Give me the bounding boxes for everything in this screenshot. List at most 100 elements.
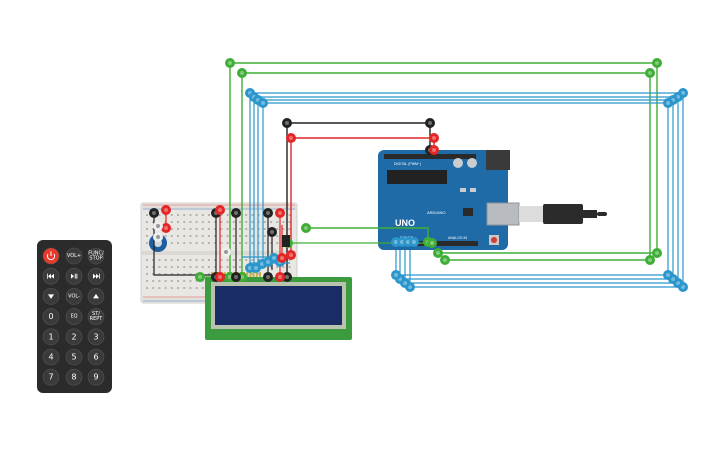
breadboard-hole xyxy=(276,228,279,230)
wire-endpoint[interactable] xyxy=(225,58,235,68)
wire-endpoint[interactable] xyxy=(652,248,662,258)
wire-endpoint[interactable] xyxy=(275,208,285,218)
wire-endpoint[interactable] xyxy=(263,272,273,282)
remote-button[interactable] xyxy=(87,267,105,285)
wire-endpoint[interactable] xyxy=(645,68,655,78)
wire-endpoint[interactable] xyxy=(149,208,159,218)
remote-button[interactable]: FUNC/STOP xyxy=(87,247,105,265)
wire-endpoint-highlight xyxy=(278,275,282,279)
breadboard-hole xyxy=(170,214,173,216)
wire-endpoint[interactable] xyxy=(663,98,673,108)
breadboard-hole xyxy=(158,259,161,261)
wire-endpoint-highlight xyxy=(224,250,228,254)
wire-endpoint[interactable] xyxy=(425,118,435,128)
breadboard-hole xyxy=(158,266,161,268)
breadboard-hole xyxy=(183,287,186,289)
wire-black xyxy=(287,122,431,150)
breadboard-hole xyxy=(183,273,186,275)
breadboard-hole xyxy=(183,266,186,268)
wire-endpoint[interactable] xyxy=(277,253,287,263)
remote-button[interactable]: 1 xyxy=(42,328,60,346)
remote-button[interactable]: 2 xyxy=(65,328,83,346)
breadboard-hole xyxy=(170,266,173,268)
remote-button[interactable]: 5 xyxy=(65,348,83,366)
wire-endpoint[interactable] xyxy=(645,255,655,265)
breadboard-hole xyxy=(226,242,229,244)
wire-endpoint[interactable] xyxy=(215,205,225,215)
breadboard-hole xyxy=(208,259,210,261)
remote-button-face xyxy=(87,247,105,265)
breadboard-hole xyxy=(232,266,235,268)
power-jack xyxy=(486,150,510,170)
remote-button[interactable]: 4 xyxy=(42,348,60,366)
wire-endpoint[interactable] xyxy=(258,98,268,108)
wire-endpoint[interactable] xyxy=(231,208,241,218)
wire-endpoint-highlight xyxy=(432,148,436,152)
remote-button[interactable]: 3 xyxy=(87,328,105,346)
breadboard-hole xyxy=(189,242,192,244)
wire-endpoint[interactable] xyxy=(275,272,285,282)
wire-endpoint[interactable] xyxy=(215,272,225,282)
wire-endpoint[interactable] xyxy=(429,145,439,155)
wire-endpoint[interactable] xyxy=(301,223,311,233)
wire-endpoint[interactable] xyxy=(237,68,247,78)
wire-endpoint[interactable] xyxy=(391,270,401,280)
breadboard-hole xyxy=(245,242,248,244)
breadboard-hole xyxy=(189,228,192,230)
remote-button[interactable] xyxy=(42,267,60,285)
breadboard-hole xyxy=(263,235,266,237)
remote-button[interactable]: VOL- xyxy=(65,288,83,305)
wire-endpoint-highlight xyxy=(432,136,436,140)
wire-endpoint[interactable] xyxy=(286,133,296,143)
wire-endpoint[interactable] xyxy=(195,272,205,282)
breadboard-hole xyxy=(214,242,217,244)
wire-endpoint[interactable] xyxy=(409,237,419,247)
remote-button[interactable]: 9 xyxy=(87,368,105,386)
remote-button[interactable]: VOL+ xyxy=(65,247,83,265)
wire-endpoint[interactable] xyxy=(427,238,437,248)
wire-endpoint[interactable] xyxy=(161,205,171,215)
breadboard-hole xyxy=(146,280,148,282)
lcd-pin xyxy=(246,272,249,277)
wire-endpoint[interactable] xyxy=(652,58,662,68)
wire-endpoint[interactable] xyxy=(286,250,296,260)
wire-endpoint-highlight xyxy=(394,273,398,277)
breadboard-hole xyxy=(276,242,279,244)
remote-button[interactable]: 0 xyxy=(42,308,60,325)
remote-button[interactable] xyxy=(42,247,60,265)
lcd-pin xyxy=(259,272,261,277)
remote-button[interactable]: 8 xyxy=(65,368,83,386)
wire-endpoint[interactable] xyxy=(282,118,292,128)
arduino-uno-board[interactable]: UNO ARDUINO DIGITAL (PWM~) POWER ANALOG … xyxy=(378,150,520,250)
lcd-module[interactable] xyxy=(205,272,352,340)
remote-button[interactable] xyxy=(42,288,60,305)
breadboard-hole xyxy=(282,228,285,230)
wire-endpoint[interactable] xyxy=(267,227,277,237)
breadboard-hole xyxy=(177,228,179,230)
breadboard-hole xyxy=(177,235,179,237)
wire-endpoint[interactable] xyxy=(231,272,241,282)
remote-button[interactable] xyxy=(65,267,83,285)
wire-endpoint-highlight xyxy=(443,258,447,262)
wire-endpoint[interactable] xyxy=(429,133,439,143)
wire-endpoint[interactable] xyxy=(433,248,443,258)
wire-endpoint[interactable] xyxy=(282,272,292,282)
ir-receiver[interactable] xyxy=(282,235,290,247)
breadboard-hole xyxy=(146,242,148,244)
remote-button[interactable]: ST/REPT xyxy=(87,308,105,325)
wire-endpoint[interactable] xyxy=(263,208,273,218)
wire-endpoint[interactable] xyxy=(161,223,171,233)
breadboard-hole xyxy=(276,221,279,223)
remote-button-face xyxy=(87,328,105,346)
reset-button[interactable] xyxy=(491,237,497,243)
lcd-screen xyxy=(215,286,342,325)
remote-button[interactable]: 7 xyxy=(42,368,60,386)
remote-button[interactable] xyxy=(87,288,105,305)
remote-button[interactable]: 6 xyxy=(87,348,105,366)
wire-endpoint[interactable] xyxy=(440,255,450,265)
breadboard-hole xyxy=(195,228,198,230)
remote-button[interactable]: EQ xyxy=(65,308,83,325)
remote-button-label: 3 xyxy=(93,332,98,341)
wire-endpoint[interactable] xyxy=(663,270,673,280)
